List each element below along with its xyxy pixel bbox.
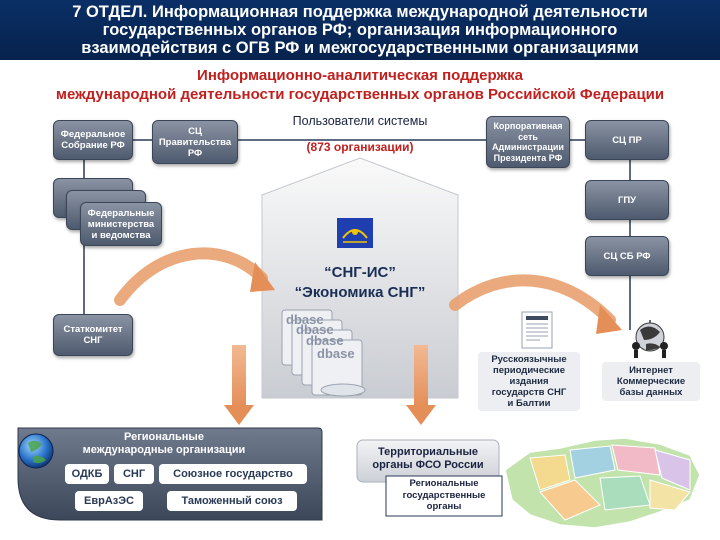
corp-network-box[interactable]: Корпоративная сеть Администрации Президе… bbox=[486, 116, 570, 168]
cis-emblem-logo bbox=[337, 218, 373, 248]
statcommittee-box[interactable]: Статкомитет СНГ bbox=[53, 314, 133, 356]
slide-header: 7 ОТДЕЛ. Информационная поддержка междун… bbox=[0, 0, 720, 60]
regional-gov-label[interactable]: Региональные государственные органы bbox=[386, 478, 502, 513]
statcommittee-line-2: СНГ bbox=[83, 335, 103, 346]
users-label: Пользователи системы bbox=[292, 114, 428, 128]
regional-intl-title: Региональные международные организации bbox=[64, 431, 264, 457]
federal-assembly-box[interactable]: Федеральное Собрание РФ bbox=[53, 120, 133, 160]
arrow-ministries-to-center bbox=[114, 247, 268, 306]
org-odkb[interactable]: ОДКБ bbox=[65, 464, 109, 484]
regional-gov-panel bbox=[385, 475, 503, 517]
fso-label[interactable]: Территориальные органы ФСО России bbox=[357, 446, 499, 472]
ministries-line-3: и ведомства bbox=[91, 229, 151, 241]
header-line-3: взаимодействия с ОГВ РФ и межгосударстве… bbox=[81, 39, 639, 57]
fso-line-2: органы ФСО России bbox=[372, 459, 484, 471]
subtitle-line-2: международной деятельности государственн… bbox=[55, 86, 665, 103]
ministries-box[interactable]: Федеральные министерства и ведомства bbox=[80, 202, 162, 246]
org-union-state[interactable]: Союзное государство bbox=[159, 464, 307, 484]
publications-label: Русскоязычные периодические издания госу… bbox=[478, 352, 580, 411]
regional-intl-title-line-1: Региональные bbox=[124, 431, 204, 443]
ministries-line-1: Федеральные bbox=[87, 207, 155, 219]
sc-sb-box[interactable]: СЦ СБ РФ bbox=[585, 236, 669, 276]
arrow-down-right-shaft bbox=[414, 345, 428, 407]
arrow-down-left-shaft bbox=[232, 345, 246, 407]
sc-pr-box[interactable]: СЦ ПР bbox=[585, 120, 669, 160]
gov-sc-box[interactable]: СЦ Правительства РФ bbox=[152, 120, 238, 164]
dbase-label-4: dbase bbox=[317, 346, 355, 361]
publications-line-1: Русскоязычные bbox=[491, 354, 567, 365]
corp-network-line-1: Корпоративная bbox=[493, 121, 563, 131]
corp-network-line-4: Президента РФ bbox=[493, 152, 563, 163]
federal-assembly-line-1: Федеральное bbox=[60, 129, 126, 140]
sc-pr-label: СЦ ПР bbox=[612, 134, 642, 146]
publications-line-5: и Балтии bbox=[507, 398, 551, 409]
publications-line-2: периодические bbox=[492, 365, 566, 376]
regional-gov-line-3: органы bbox=[426, 501, 462, 512]
org-customs-union[interactable]: Таможенный союз bbox=[167, 491, 297, 511]
regional-gov-line-2: государственные bbox=[402, 489, 486, 501]
header-line-1: 7 ОТДЕЛ. Информационная поддержка междун… bbox=[72, 3, 648, 21]
dbase-label-3: dbase bbox=[306, 333, 344, 348]
gpu-box[interactable]: ГПУ bbox=[585, 180, 669, 220]
gov-sc-line-2: Правительства bbox=[158, 136, 232, 148]
corp-network-line-2: сеть bbox=[518, 131, 538, 142]
ministries-line-2: министерства bbox=[87, 218, 155, 230]
dbase-label-2: dbase bbox=[296, 322, 334, 337]
statcommittee-line-1: Статкомитет bbox=[63, 324, 123, 335]
newspaper-image bbox=[521, 311, 553, 349]
header-line-2: государственных органов РФ; организация … bbox=[102, 21, 618, 39]
internet-globe-image bbox=[632, 322, 668, 358]
org-eurasec[interactable]: ЕврАзЭС bbox=[75, 491, 143, 511]
internet-line-3: базы данных bbox=[619, 387, 683, 398]
publications-line-4: государств СНГ bbox=[491, 387, 567, 398]
sc-sb-label: СЦ СБ РФ bbox=[603, 250, 651, 262]
arrow-head-2 bbox=[596, 305, 622, 334]
arrow-down-right-head bbox=[406, 405, 436, 425]
dbase-label-1: dbase bbox=[286, 312, 324, 327]
dbase-stack bbox=[281, 309, 366, 397]
arrow-center-to-right bbox=[449, 274, 616, 326]
corp-network-line-3: Администрации bbox=[492, 142, 564, 152]
users-count: (873 организации) bbox=[306, 140, 414, 154]
arrow-head-1 bbox=[250, 262, 275, 292]
org-sng[interactable]: СНГ bbox=[114, 464, 154, 484]
arrow-down-left-head bbox=[224, 405, 254, 425]
internet-line-1: Интернет bbox=[629, 365, 673, 376]
gpu-label: ГПУ bbox=[617, 194, 637, 206]
system-name: “СНГ-ИС” bbox=[324, 264, 396, 281]
fso-line-1: Территориальные bbox=[378, 446, 478, 458]
internet-label[interactable]: Интернет Коммерческие базы данных bbox=[602, 362, 700, 401]
gov-sc-line-1: СЦ bbox=[188, 125, 202, 137]
slide-subtitle: Информационно-аналитическая поддержка ме… bbox=[0, 66, 720, 104]
federal-assembly-line-2: Собрание РФ bbox=[61, 140, 125, 151]
subtitle-line-1: Информационно-аналитическая поддержка bbox=[197, 67, 523, 84]
regional-intl-title-line-2: международные организации bbox=[82, 444, 246, 456]
russia-map bbox=[504, 437, 701, 529]
gov-sc-line-3: РФ bbox=[187, 147, 203, 159]
publications-line-3: издания bbox=[509, 376, 549, 387]
system-subtitle: “Экономика СНГ” bbox=[294, 284, 426, 301]
internet-line-2: Коммерческие bbox=[616, 376, 686, 387]
regional-gov-line-1: Региональные bbox=[409, 478, 479, 489]
